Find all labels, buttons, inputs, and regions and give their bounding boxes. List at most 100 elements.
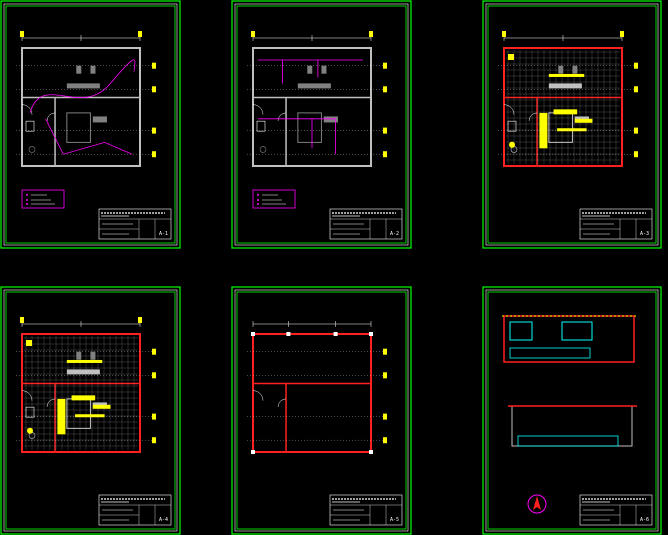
sheet-border-green	[5, 5, 176, 244]
sheet-number: A-1	[159, 231, 168, 237]
axis-marker	[20, 31, 24, 37]
sink	[25, 120, 35, 132]
columns	[251, 332, 373, 454]
table	[297, 112, 322, 143]
door-swing	[46, 112, 56, 121]
elevation-front	[502, 315, 637, 363]
axis-marker	[620, 31, 624, 37]
electric-circuit	[258, 59, 363, 155]
toilet	[259, 146, 267, 153]
desk	[92, 116, 107, 123]
axis-marker	[138, 31, 142, 37]
sheet-border-green	[5, 291, 176, 530]
axis-gridlines	[247, 348, 387, 444]
axis-gridlines	[16, 62, 156, 158]
sheet-border-green	[236, 291, 407, 530]
cabinet	[307, 65, 313, 74]
cabinet	[558, 65, 564, 74]
toilet	[28, 146, 36, 153]
sheet-border-outer	[231, 0, 412, 249]
drawing-sheet-4[interactable]: A-4	[0, 286, 181, 535]
title-block: A-4	[98, 494, 172, 526]
drawing-sheet-3[interactable]: A-3	[482, 0, 662, 249]
cabinet	[76, 351, 82, 360]
furniture	[25, 65, 107, 153]
axis-marker	[20, 317, 24, 323]
sink	[256, 120, 266, 132]
door-swing	[277, 398, 287, 407]
electric-circuit	[29, 59, 136, 155]
cabinet	[76, 65, 82, 74]
door-swing	[252, 104, 264, 115]
counter	[297, 83, 331, 89]
legend-box	[21, 189, 65, 209]
finish-elements	[26, 340, 111, 435]
door-swing	[252, 390, 264, 401]
door-swing	[21, 390, 33, 401]
drawing-sheet-5[interactable]: A-5	[231, 286, 412, 535]
sink	[507, 120, 517, 132]
drawing-sheet-2[interactable]: A-2	[231, 0, 412, 249]
door-swing	[21, 104, 33, 115]
elevation-side	[508, 405, 637, 447]
sheet-number: A-2	[390, 231, 399, 237]
door-swing	[503, 104, 515, 115]
axis-marker	[369, 31, 373, 37]
counter	[66, 83, 100, 89]
title-block: A-5	[329, 494, 403, 526]
dimension-line	[252, 321, 372, 327]
dimension-line	[252, 35, 372, 41]
finish-elements	[508, 54, 593, 149]
floor-plan	[252, 47, 372, 167]
sheet-border-green	[487, 291, 657, 530]
sheet-number: A-4	[159, 517, 168, 523]
legend-box	[252, 189, 296, 209]
dimension-line	[21, 35, 141, 41]
cabinet	[90, 351, 96, 360]
cabinet	[90, 65, 96, 74]
title-block: A-6	[579, 494, 653, 526]
axis-gridlines	[16, 348, 156, 444]
sheet-border-green	[487, 5, 657, 244]
sheet-border-inner	[234, 289, 409, 532]
sheet-border-outer	[0, 286, 181, 535]
sheet-border-inner	[3, 3, 178, 246]
sheet-number: A-3	[640, 231, 649, 237]
drawing-sheet-1[interactable]: A-1	[0, 0, 181, 249]
sheet-number: A-6	[640, 517, 649, 523]
floor-plan	[252, 333, 372, 453]
table	[66, 398, 91, 429]
desk	[323, 116, 338, 123]
counter	[548, 83, 582, 89]
door-swing	[46, 398, 56, 407]
axis-marker	[138, 317, 142, 323]
sheet-border-outer	[231, 286, 412, 535]
dimension-line	[21, 321, 141, 327]
title-block: A-1	[98, 208, 172, 240]
sheet-border-outer	[482, 286, 662, 535]
door-swing	[528, 112, 538, 121]
door-swing	[277, 112, 287, 121]
title-block: A-3	[579, 208, 653, 240]
table	[548, 112, 573, 143]
north-arrow-icon	[527, 494, 547, 514]
floor-plan	[21, 333, 141, 453]
sink	[25, 406, 35, 418]
drawing-sheet-6[interactable]: A-6	[482, 286, 662, 535]
counter	[66, 369, 100, 375]
dimension-line	[503, 35, 623, 41]
cabinet	[321, 65, 327, 74]
axis-marker	[251, 31, 255, 37]
sheet-border-green	[236, 5, 407, 244]
sheet-border-outer	[482, 0, 662, 249]
axis-gridlines	[247, 62, 387, 158]
title-block: A-2	[329, 208, 403, 240]
cabinet	[572, 65, 578, 74]
sheet-border-inner	[485, 3, 659, 246]
sheet-number: A-5	[390, 517, 399, 523]
sheet-border-inner	[485, 289, 659, 532]
sheet-border-inner	[3, 289, 178, 532]
sheet-border-outer	[0, 0, 181, 249]
table	[66, 112, 91, 143]
axis-gridlines	[498, 62, 638, 158]
